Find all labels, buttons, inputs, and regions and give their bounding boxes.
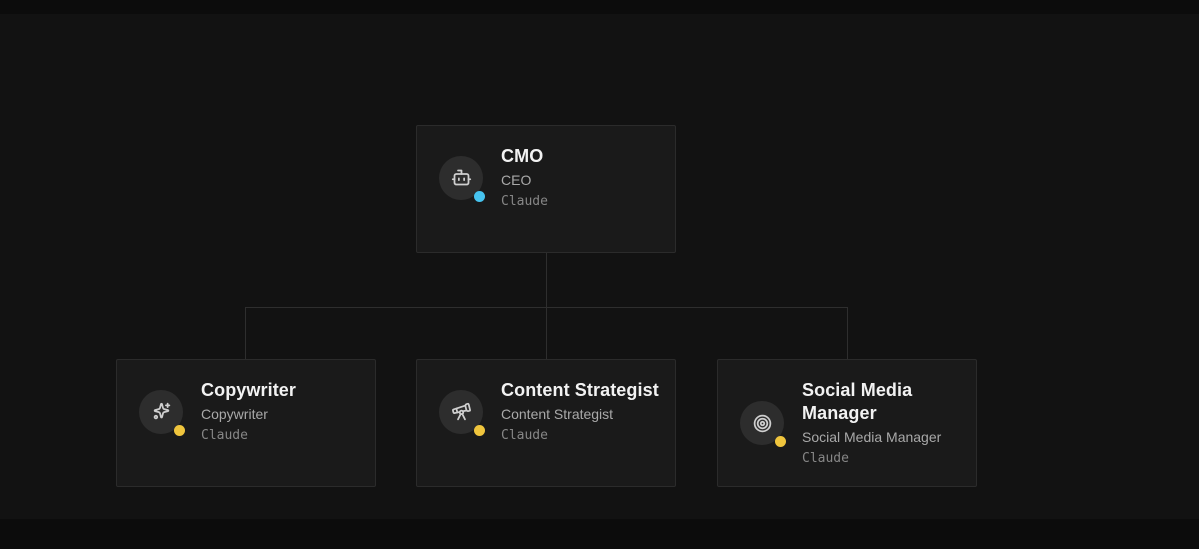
org-node-copywriter[interactable]: Copywriter Copywriter Claude [116, 359, 376, 487]
bot-icon [451, 169, 471, 186]
status-dot [474, 190, 485, 202]
node-model: Claude [501, 428, 548, 443]
node-role: Copywriter [201, 406, 268, 422]
status-dot [474, 424, 485, 436]
telescope-icon [451, 402, 471, 421]
node-title: CMO [501, 146, 544, 166]
node-role: CEO [501, 172, 532, 188]
org-node-cmo[interactable]: CMO CEO Claude [416, 125, 676, 253]
avatar [439, 155, 485, 202]
node-model: Claude [201, 428, 248, 443]
target-icon [753, 414, 771, 432]
org-node-social-media-manager[interactable]: Social Media Manager Social Media Manage… [717, 359, 977, 487]
node-role: Content Strategist [501, 406, 614, 422]
node-model: Claude [501, 194, 548, 209]
avatar [740, 401, 786, 447]
node-title: Social Media Manager [802, 380, 913, 423]
status-dot [775, 436, 786, 447]
edge-root-stem [546, 253, 547, 307]
avatar [139, 389, 185, 436]
edge-drop-social-media-manager [847, 307, 848, 359]
edge-drop-content-strategist [546, 307, 547, 359]
sparkles-icon [153, 402, 170, 420]
edge-drop-copywriter [245, 307, 246, 359]
node-role: Social Media Manager [802, 429, 942, 445]
org-node-content-strategist[interactable]: Content Strategist Content Strategist Cl… [416, 359, 676, 487]
org-chart-canvas[interactable]: CMO CEO Claude Copywriter Copywriter Cla… [0, 14, 1199, 519]
node-model: Claude [802, 451, 849, 466]
status-dot [174, 424, 185, 436]
node-title: Copywriter [201, 380, 297, 400]
avatar [439, 389, 485, 436]
node-title: Content Strategist [501, 380, 659, 400]
